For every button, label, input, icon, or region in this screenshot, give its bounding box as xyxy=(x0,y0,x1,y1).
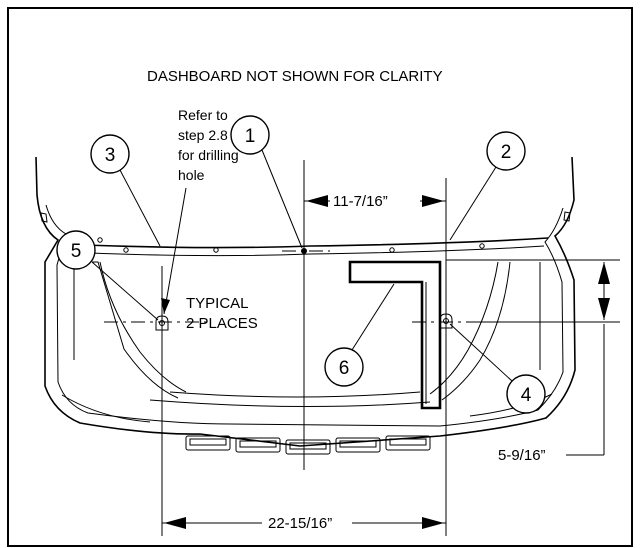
dimension-right-label: 5-9/16” xyxy=(498,447,546,464)
svg-text:Refer to: Refer to xyxy=(178,107,228,123)
dimension-top-label: 11-7/16” xyxy=(333,193,388,210)
callout-3: 3 xyxy=(90,134,161,247)
callout-5: 5 xyxy=(56,230,159,321)
callout-4: 4 xyxy=(449,323,546,414)
svg-text:2 PLACES: 2 PLACES xyxy=(186,315,258,332)
header-note: DASHBOARD NOT SHOWN FOR CLARITY xyxy=(147,68,443,85)
svg-text:2: 2 xyxy=(501,142,512,163)
drill-note: Refer to step 2.8 for drilling hole xyxy=(161,107,239,315)
l-bracket-part-6 xyxy=(348,260,442,410)
center-hole-mark xyxy=(301,248,307,254)
body-shell xyxy=(35,156,576,447)
typical-note: TYPICAL 2 PLACES xyxy=(186,295,258,332)
svg-text:hole: hole xyxy=(178,167,205,183)
callout-6: 6 xyxy=(324,283,395,387)
callout-1: 1 xyxy=(230,115,303,249)
dimension-bottom: 22-15/16” xyxy=(162,515,446,532)
svg-text:4: 4 xyxy=(521,385,532,406)
svg-text:step 2.8: step 2.8 xyxy=(178,127,228,143)
dimension-top: 11-7/16” xyxy=(304,193,446,210)
drill-hole-left xyxy=(155,315,169,331)
svg-text:1: 1 xyxy=(245,126,256,147)
figure-border xyxy=(7,7,633,547)
vent-slots xyxy=(185,435,431,455)
svg-text:5: 5 xyxy=(71,241,82,262)
svg-text:TYPICAL: TYPICAL xyxy=(186,295,249,312)
callout-2: 2 xyxy=(449,131,526,241)
centerlines xyxy=(104,160,490,536)
dimension-bottom-label: 22-15/16” xyxy=(268,515,332,532)
dimension-right: 5-9/16” xyxy=(446,259,620,464)
svg-text:for drilling: for drilling xyxy=(178,147,239,163)
svg-text:6: 6 xyxy=(339,358,350,379)
svg-text:3: 3 xyxy=(105,145,116,166)
